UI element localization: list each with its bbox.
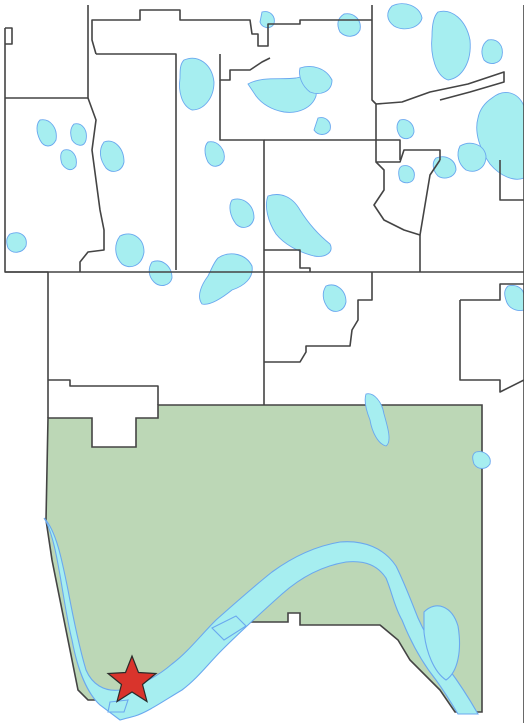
lake: [204, 141, 225, 167]
lake: [247, 76, 317, 113]
lakes: [6, 3, 524, 469]
river-side-channel: [211, 615, 247, 641]
township-boundaries: [4, 5, 524, 723]
lake: [481, 39, 503, 64]
boundary-line: [79, 97, 105, 272]
boundary-line: [460, 283, 524, 301]
lake: [398, 165, 415, 184]
boundary-line: [499, 160, 524, 201]
boundary-line: [48, 379, 159, 405]
lake: [476, 91, 524, 180]
boundary-line: [219, 80, 265, 405]
boundary-line: [373, 159, 441, 236]
lake: [60, 149, 77, 171]
highlighted-township[interactable]: [45, 404, 483, 713]
lake: [70, 123, 87, 146]
boundary-line: [264, 272, 373, 363]
lake: [504, 285, 524, 311]
river-inlet: [107, 699, 129, 713]
lake: [265, 194, 332, 257]
location-star[interactable]: [106, 654, 158, 703]
lake: [6, 232, 27, 253]
lake: [115, 233, 145, 268]
lake: [36, 119, 57, 147]
lake: [472, 451, 491, 469]
lake: [179, 57, 215, 111]
lake: [199, 253, 253, 305]
boundary-line: [459, 300, 524, 393]
boundary-line: [375, 71, 505, 105]
boundary-line: [5, 27, 13, 45]
lake: [431, 10, 471, 81]
lake: [99, 140, 125, 172]
lake: [299, 66, 333, 94]
boundary-line: [91, 9, 372, 55]
river-backwater-lake: [423, 605, 461, 681]
lake: [457, 142, 487, 172]
boundary-line: [96, 53, 177, 270]
lake: [396, 119, 415, 140]
boundary-line: [264, 139, 401, 160]
boundary-line: [371, 5, 377, 140]
lake: [322, 284, 347, 312]
lake: [313, 117, 331, 135]
lake: [229, 198, 255, 228]
lake: [387, 3, 423, 30]
boundary-line: [264, 249, 311, 272]
lake: [364, 393, 390, 447]
